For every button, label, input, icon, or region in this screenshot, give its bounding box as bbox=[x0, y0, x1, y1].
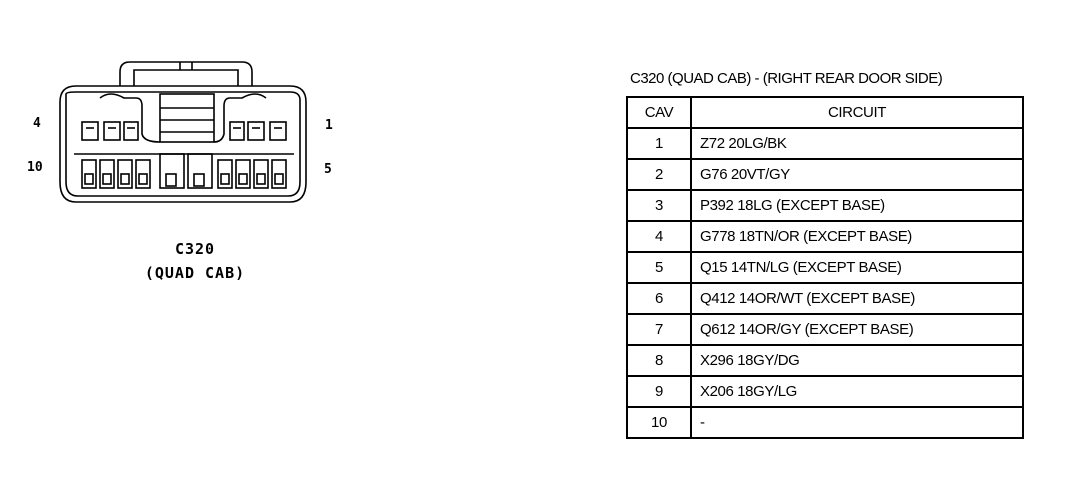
table-header-row: CAV CIRCUIT bbox=[626, 96, 1024, 129]
circuit-code: X296 18GY/DG bbox=[690, 344, 1024, 377]
pin-label-5: 5 bbox=[324, 162, 332, 177]
header-circuit: CIRCUIT bbox=[690, 96, 1024, 129]
cavity-row-top-right bbox=[229, 121, 287, 141]
cav-number: 8 bbox=[626, 344, 692, 377]
cav-number: 10 bbox=[626, 406, 692, 439]
circuit-code: X206 18GY/LG bbox=[690, 375, 1024, 408]
circuit-code: G76 20VT/GY bbox=[690, 158, 1024, 191]
circuit-code: G778 18TN/OR (EXCEPT BASE) bbox=[690, 220, 1024, 253]
cav-number: 4 bbox=[626, 220, 692, 253]
table-title: C320 (QUAD CAB) - (RIGHT REAR DOOR SIDE) bbox=[630, 70, 943, 87]
cav-number: 3 bbox=[626, 189, 692, 222]
circuit-code: Z72 20LG/BK bbox=[690, 127, 1024, 160]
circuit-code: Q15 14TN/LG (EXCEPT BASE) bbox=[690, 251, 1024, 284]
cavity-row-top-left bbox=[81, 121, 139, 141]
cav-number: 5 bbox=[626, 251, 692, 284]
pin-label-4: 4 bbox=[33, 116, 41, 131]
connector-housing bbox=[59, 85, 307, 203]
circuit-code: - bbox=[690, 406, 1024, 439]
connector-variant: (QUAD CAB) bbox=[144, 264, 246, 282]
cav-number: 6 bbox=[626, 282, 692, 315]
connector-latch bbox=[119, 61, 253, 86]
circuit-code: Q612 14OR/GY (EXCEPT BASE) bbox=[690, 313, 1024, 346]
circuit-code: P392 18LG (EXCEPT BASE) bbox=[690, 189, 1024, 222]
connector-face-diagram bbox=[59, 61, 307, 203]
cav-number: 2 bbox=[626, 158, 692, 191]
pin-label-10: 10 bbox=[27, 160, 43, 175]
header-cav: CAV bbox=[626, 96, 692, 129]
connector-id: C320 bbox=[174, 240, 216, 258]
table-row: 10- bbox=[626, 406, 1024, 439]
cavity-row-bottom bbox=[74, 153, 294, 189]
cav-number: 1 bbox=[626, 127, 692, 160]
circuit-code: Q412 14OR/WT (EXCEPT BASE) bbox=[690, 282, 1024, 315]
cav-number: 7 bbox=[626, 313, 692, 346]
cav-number: 9 bbox=[626, 375, 692, 408]
pin-label-1: 1 bbox=[325, 118, 333, 133]
